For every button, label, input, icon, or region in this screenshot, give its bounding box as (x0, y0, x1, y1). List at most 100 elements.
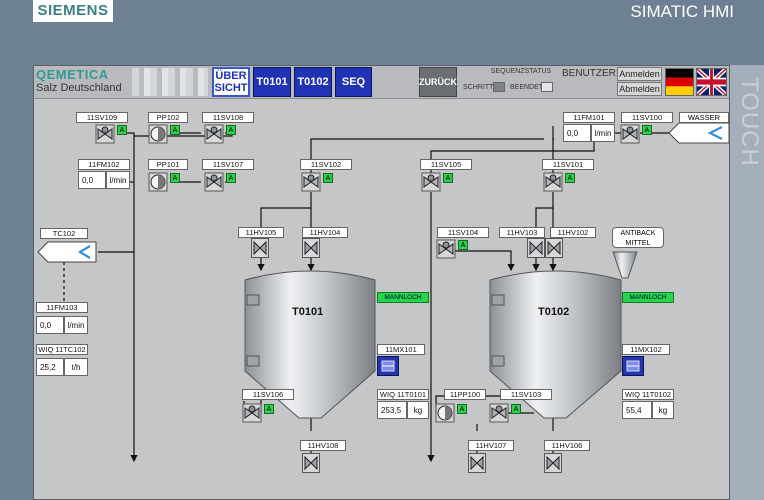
valve-11sv101-icon[interactable] (543, 172, 563, 192)
flowmeter-11fm101-tag: 11FM101 (563, 112, 615, 123)
login-button[interactable]: Anmelden (617, 67, 662, 81)
toolbar: QEMETICA Salz Deutschland ÜBER SICHT T01… (34, 66, 729, 99)
water-source-tag: WASSER (679, 112, 729, 123)
antiback-agent-tag: ANTIBACK MITTEL (612, 227, 664, 248)
tab-overview[interactable]: ÜBER SICHT (212, 67, 250, 97)
weight-11tc102-tag: WIQ 11TC102 (36, 344, 88, 355)
user-label: BENUTZER: (562, 68, 619, 79)
valve-11sv109-icon[interactable] (95, 124, 115, 144)
valve-11hv107-icon[interactable] (468, 453, 486, 473)
valve-11sv108-tag: 11SV108 (202, 112, 254, 123)
flowmeter-11fm101-unit: l/min (591, 124, 615, 142)
mixer-11mx101-tag: 11MX101 (377, 344, 425, 355)
valve-11hv106-icon[interactable] (544, 453, 562, 473)
weight-11tc102-value: 25,2 (36, 358, 64, 376)
valve-11sv106-tag: 11SV106 (242, 389, 294, 400)
weight-11t0102-unit: kg (652, 401, 674, 419)
tank-t0102-label: T0102 (538, 306, 570, 318)
tab-t0101[interactable]: T0101 (253, 67, 291, 97)
flowmeter-11fm103-tag: 11FM103 (36, 302, 88, 313)
valve-11sv106-icon[interactable] (242, 403, 262, 423)
weight-11t0101-tag: WIQ 11T0101 (377, 389, 429, 400)
mixer-11mx102-icon[interactable] (622, 356, 644, 376)
flowmeter-11fm103-unit: l/min (64, 316, 88, 334)
piping-diagram (37, 122, 729, 463)
logout-button[interactable]: Abmelden (617, 82, 662, 96)
company-logo: QEMETICA Salz Deutschland (36, 68, 128, 96)
pump-pp102-tag: PP102 (148, 112, 188, 123)
flowmeter-11fm103-value: 0,0 (36, 316, 64, 334)
valve-11hv102-tag: 11HV102 (550, 227, 596, 238)
valve-11sv100-icon[interactable] (620, 124, 640, 144)
valve-11hv103-icon[interactable] (527, 238, 545, 258)
weight-11t0102-tag: WIQ 11T0102 (622, 389, 674, 400)
status-11sv107: A (226, 173, 236, 183)
valve-11hv104-icon[interactable] (302, 238, 320, 258)
status-pp102: A (170, 125, 180, 135)
blurred-info-area (132, 68, 208, 96)
sequence-status-title: SEQUENZSTATUS (490, 68, 552, 75)
flowmeter-11fm102-tag: 11FM102 (78, 159, 130, 170)
valve-11sv108-icon[interactable] (204, 124, 224, 144)
mixer-11mx102-tag: 11MX102 (622, 344, 670, 355)
flowmeter-11fm102-value: 0,0 (78, 171, 106, 189)
valve-11sv100-tag: 11SV100 (621, 112, 673, 123)
weight-11t0102-value: 55,4 (622, 401, 652, 419)
finished-label: BEENDET (510, 84, 544, 91)
valve-11hv106-tag: 11HV106 (544, 440, 590, 451)
mixer-11mx101-icon[interactable] (377, 356, 399, 376)
manhole-t0102-indicator: MANNLOCH (622, 292, 674, 303)
weight-11tc102-unit: t/h (64, 358, 88, 376)
pump-pp101-tag: PP101 (148, 159, 188, 170)
step-indicator (493, 82, 505, 92)
valve-11sv102-icon[interactable] (301, 172, 321, 192)
valve-11sv103-tag: 11SV103 (500, 389, 552, 400)
status-11sv106: A (264, 404, 274, 414)
pump-11pp100-tag: 11PP100 (444, 389, 486, 400)
german-flag-icon[interactable] (665, 68, 694, 96)
pump-pp101-icon[interactable] (148, 172, 168, 192)
pump-11pp100-icon[interactable] (435, 403, 455, 423)
touch-label-text: TOUCH (736, 77, 763, 167)
weight-11t0101-value: 253,5 (377, 401, 407, 419)
status-11pp100: A (457, 404, 467, 414)
tab-seq[interactable]: SEQ (335, 67, 372, 97)
tab-t0102[interactable]: T0102 (294, 67, 332, 97)
valve-11sv101-tag: 11SV101 (542, 159, 594, 170)
flowmeter-11fm101-value: 0,0 (563, 124, 591, 142)
status-11sv100: A (642, 125, 652, 135)
british-flag-icon[interactable] (696, 68, 727, 96)
status-11sv108: A (226, 125, 236, 135)
valve-11sv104-tag: 11SV104 (437, 227, 489, 238)
valve-11sv104-icon[interactable] (436, 239, 456, 259)
status-11sv102: A (323, 173, 333, 183)
valve-11hv108-icon[interactable] (302, 453, 320, 473)
status-11sv109: A (117, 125, 127, 135)
tank-t0101-label: T0101 (292, 306, 324, 318)
valve-11sv102-tag: 11SV102 (300, 159, 352, 170)
valve-11hv103-tag: 11HV103 (499, 227, 545, 238)
valve-11sv105-icon[interactable] (421, 172, 441, 192)
status-11sv103: A (511, 404, 521, 414)
product-title: SIMATIC HMI (630, 2, 734, 21)
status-11sv104: A (458, 240, 468, 250)
valve-11sv105-tag: 11SV105 (420, 159, 472, 170)
status-pp101: A (170, 173, 180, 183)
valve-11hv102-icon[interactable] (545, 238, 563, 258)
valve-11hv105-tag: 11HV105 (238, 227, 284, 238)
valve-11hv104-tag: 11HV104 (302, 227, 348, 238)
valve-11sv109-tag: 11SV109 (76, 112, 128, 123)
flowmeter-11fm102-unit: l/min (106, 171, 130, 189)
back-button[interactable]: ZURÜCK (419, 67, 457, 97)
valve-11sv103-icon[interactable] (489, 403, 509, 423)
valve-11hv107-tag: 11HV107 (468, 440, 514, 451)
valve-11hv108-tag: 11HV108 (300, 440, 346, 451)
pump-pp102-icon[interactable] (148, 124, 168, 144)
valve-11sv107-icon[interactable] (204, 172, 224, 192)
siemens-logo: SIEMENS (33, 0, 113, 22)
touch-side-label: TOUCH (730, 65, 764, 500)
valve-11hv105-icon[interactable] (251, 238, 269, 258)
step-label: SCHRITT (463, 84, 494, 91)
status-11sv101: A (565, 173, 575, 183)
hmi-screen: QEMETICA Salz Deutschland ÜBER SICHT T01… (33, 65, 730, 500)
